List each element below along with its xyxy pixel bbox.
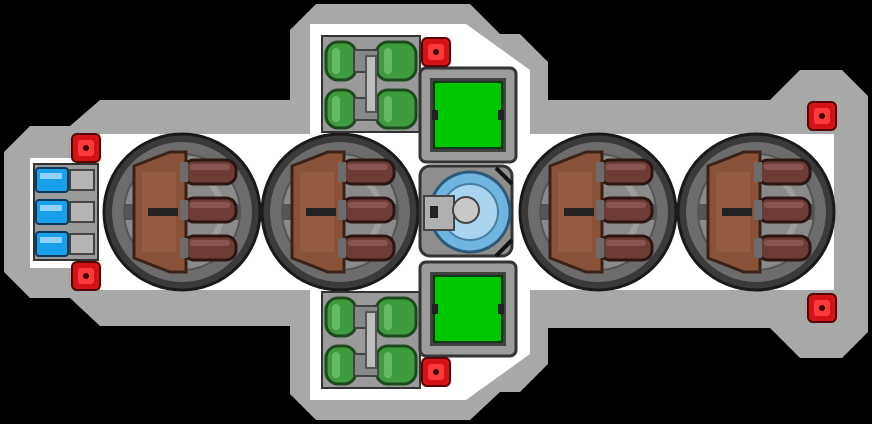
- cannon-barrel: [596, 196, 654, 224]
- triple-barrel-turret-icon[interactable]: [676, 132, 836, 292]
- triple-barrel-turret-icon[interactable]: [518, 132, 678, 292]
- red-alarm-light-icon[interactable]: [421, 357, 451, 387]
- cannon-barrel: [754, 158, 812, 186]
- green-panel-icon[interactable]: [418, 260, 518, 358]
- triple-barrel-turret-icon[interactable]: [102, 132, 262, 292]
- blue-thruster-icon[interactable]: [35, 199, 95, 225]
- cannon-barrel: [596, 234, 654, 262]
- blue-thruster-icon[interactable]: [35, 231, 95, 257]
- red-alarm-light-icon[interactable]: [807, 101, 837, 131]
- cannon-barrel: [754, 196, 812, 224]
- cannon-barrel: [338, 196, 396, 224]
- triple-barrel-turret-icon[interactable]: [260, 132, 420, 292]
- fuel-tank-icon[interactable]: [324, 88, 418, 130]
- cannon-barrel: [338, 234, 396, 262]
- tank-module: [321, 35, 421, 133]
- cannon-barrel: [180, 196, 238, 224]
- red-alarm-light-icon[interactable]: [421, 37, 451, 67]
- cannon-barrel: [338, 158, 396, 186]
- fuel-tank-icon[interactable]: [324, 296, 418, 338]
- green-panel-icon[interactable]: [418, 66, 518, 164]
- blue-thruster-icon[interactable]: [35, 167, 95, 193]
- red-alarm-light-icon[interactable]: [71, 133, 101, 163]
- cannon-barrel: [180, 158, 238, 186]
- red-alarm-light-icon[interactable]: [807, 293, 837, 323]
- cannon-barrel: [754, 234, 812, 262]
- reactor-core-icon[interactable]: [418, 164, 514, 258]
- thruster-bank: [33, 163, 99, 261]
- red-alarm-light-icon[interactable]: [71, 261, 101, 291]
- cannon-barrel: [180, 234, 238, 262]
- tank-module: [321, 291, 421, 389]
- cannon-barrel: [596, 158, 654, 186]
